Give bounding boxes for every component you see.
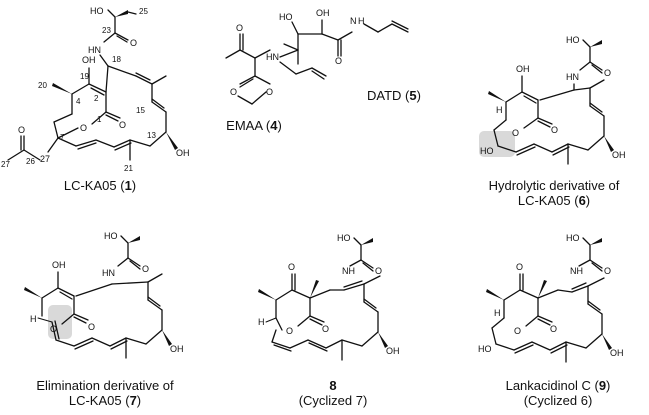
atom-o-ring-8: O — [286, 326, 293, 336]
caption-compound-9: Lankacidinol C (9) (Cyclized 6) — [505, 378, 611, 408]
atom-o-ketone-8: O — [288, 262, 295, 272]
structure-lc-ka05: HO 25 23 O HN 18 OH 19 20 4 2 1 O O — [1, 6, 190, 173]
atom-oh-13-8: OH — [386, 346, 400, 356]
atom-oh-ring-6: OH — [516, 64, 530, 74]
atom-ho-8: HO — [337, 233, 351, 243]
atom-oh-13: OH — [176, 148, 190, 158]
atom-h-datd: H — [358, 16, 365, 26]
atom-h-8: H — [258, 317, 265, 327]
atom-oh-13-9: OH — [610, 348, 624, 358]
label-19: 19 — [80, 72, 89, 81]
label-18: 18 — [112, 55, 121, 64]
atom-o-ring: O — [80, 123, 87, 133]
atom-o-carbonyl-7: O — [88, 322, 95, 332]
atom-o-carbonyl-8: O — [322, 324, 329, 334]
atom-o-amide-6: O — [604, 68, 611, 78]
structure-compound-9: HO O NH O O O H HO — [478, 233, 624, 363]
atom-o-amide-7: O — [142, 264, 149, 274]
atom-ho-highlight-6: HO — [480, 146, 494, 156]
atom-o-ring-9: O — [514, 326, 521, 336]
atom-o-amide-8: O — [375, 266, 382, 276]
label-27: 27 — [1, 160, 10, 169]
atom-o-carbonyl-9: O — [550, 324, 557, 334]
atom-o-ester-carbonyl-emaa: O — [230, 87, 237, 97]
atom-hn: HN — [88, 45, 101, 55]
atom-o-carbonyl-6: O — [551, 125, 558, 135]
structure-compound-7: HO O HN OH O O H OH — [24, 231, 184, 359]
atom-o-amide-9: O — [604, 266, 611, 276]
label-25: 25 — [139, 7, 148, 16]
caption-compound-8: 8 (Cyclized 7) — [298, 378, 368, 408]
structure-compound-8: HO O NH O O O H O — [258, 233, 400, 361]
atom-hn-datd: HN — [266, 52, 279, 62]
atom-o-23: O — [130, 38, 137, 48]
structure-emaa: O O O — [225, 23, 273, 105]
atom-oh-ring-7: OH — [52, 260, 66, 270]
atom-o-ketone-emaa: O — [236, 23, 243, 33]
atom-o-carbonyl: O — [119, 120, 126, 130]
label-4: 4 — [76, 97, 81, 106]
caption-compound-5: DATD (5) — [367, 88, 421, 103]
atom-ho-6: HO — [566, 35, 580, 45]
atom-oh-3: OH — [82, 55, 96, 65]
label-2: 2 — [94, 94, 99, 103]
atom-h-6: H — [496, 105, 503, 115]
atom-nh-9: NH — [570, 266, 583, 276]
label-20: 20 — [38, 81, 47, 90]
atom-h-9: H — [494, 308, 501, 318]
atom-ho-7-9: HO — [478, 344, 492, 354]
label-7: 7 — [60, 133, 65, 142]
label-1: 1 — [97, 115, 102, 124]
atom-o-ring-6: O — [512, 128, 519, 138]
label-13: 13 — [147, 131, 156, 140]
atom-ho-datd: HO — [279, 12, 293, 22]
atom-o-acetate-carbonyl: O — [18, 125, 25, 135]
atom-o-datd-1: O — [335, 56, 342, 66]
caption-compound-1: LC-KA05 (1) — [63, 178, 137, 193]
atom-oh-13-6: OH — [612, 150, 626, 160]
atom-o-ketone-9: O — [516, 262, 523, 272]
atom-h-7: H — [30, 314, 37, 324]
label-15: 15 — [136, 106, 145, 115]
label-26: 26 — [26, 157, 35, 166]
caption-compound-4: EMAA (4) — [226, 118, 282, 133]
atom-oh-13-7: OH — [170, 344, 184, 354]
atom-ho-9: HO — [566, 233, 580, 243]
structure-datd: HO OH O N H O HN — [266, 8, 409, 80]
atom-ho-7: HO — [104, 231, 118, 241]
atom-o-acetate: 27 — [40, 154, 50, 164]
structure-compound-6: HO O HN OH O O H HO OH — [479, 35, 626, 165]
atom-hn-6: HN — [566, 72, 579, 82]
atom-nh-8: NH — [342, 266, 355, 276]
atom-o-ester-emaa: O — [266, 87, 273, 97]
atom-hn-7: HN — [102, 268, 115, 278]
atom-ho-25: HO — [90, 6, 104, 16]
caption-compound-6: Hydrolytic derivative of LC-KA05 (6) — [488, 178, 620, 208]
label-21: 21 — [124, 164, 133, 173]
atom-oh-datd: OH — [316, 8, 330, 18]
atom-n-datd: N — [350, 16, 357, 26]
label-23: 23 — [102, 26, 111, 35]
caption-compound-7: Elimination derivative of LC-KA05 (7) — [36, 378, 174, 408]
